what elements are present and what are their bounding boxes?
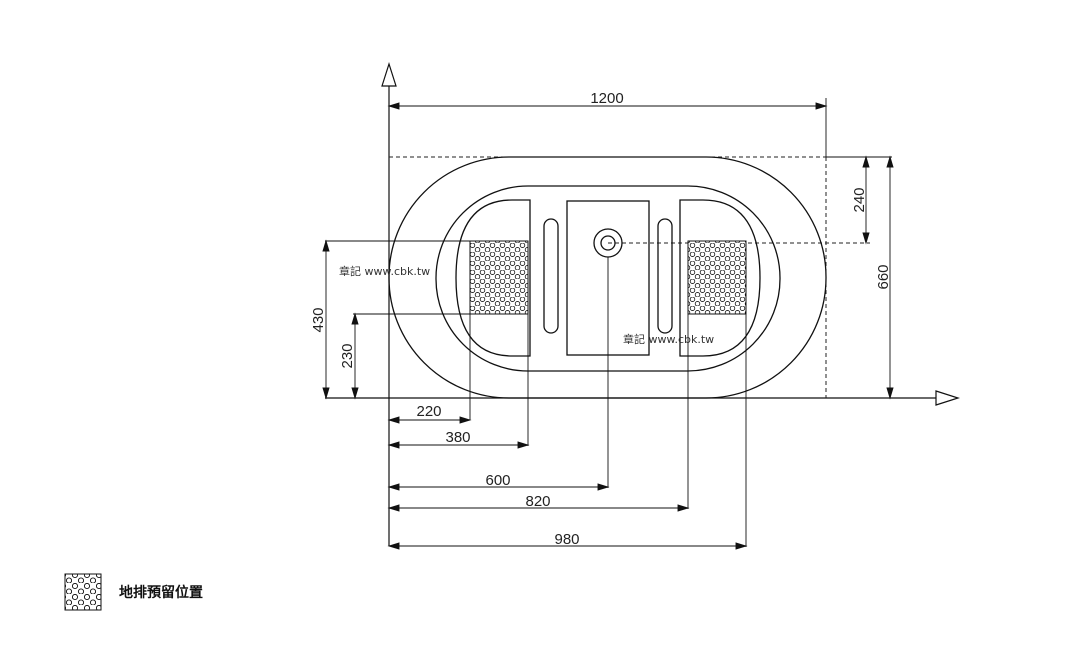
- dim-zone-height: 430: [310, 307, 327, 332]
- right-drain-zone: [687, 240, 747, 315]
- dim-left-zone-start: 220: [416, 403, 441, 420]
- dim-right-zone-start: 820: [525, 493, 550, 510]
- watermark-right: 章記 www.cbk.tw: [623, 332, 714, 346]
- left-basin: [455, 199, 531, 357]
- right-slot: [657, 218, 673, 334]
- drain-inner-icon: [600, 235, 616, 251]
- dim-drain-x: 600: [485, 472, 510, 489]
- tub-outer-rim: [388, 156, 827, 399]
- legend: 地排預留位置: [64, 573, 203, 611]
- dim-right-zone-end: 980: [554, 531, 579, 548]
- bathtub: [388, 156, 827, 399]
- dim-overall-length: 1200: [590, 90, 623, 107]
- y-axis-arrow-icon: [381, 62, 397, 87]
- hexagon-pattern-icon: [64, 573, 102, 611]
- dim-zone-center: 230: [339, 343, 356, 368]
- left-drain-zone: [469, 240, 529, 315]
- x-axis-arrow-icon: [935, 390, 960, 406]
- legend-label: 地排預留位置: [119, 584, 203, 601]
- axes: [325, 62, 960, 546]
- right-basin: [679, 199, 761, 357]
- bounding-box: [389, 156, 890, 398]
- dimension-lines: [322, 102, 894, 550]
- left-slot: [543, 218, 559, 334]
- dim-overall-width: 660: [875, 264, 892, 289]
- dim-left-zone-end: 380: [445, 429, 470, 446]
- extension-lines: [325, 98, 892, 547]
- watermark-left: 章記 www.cbk.tw: [339, 264, 430, 278]
- dim-drain-offset: 240: [851, 187, 868, 212]
